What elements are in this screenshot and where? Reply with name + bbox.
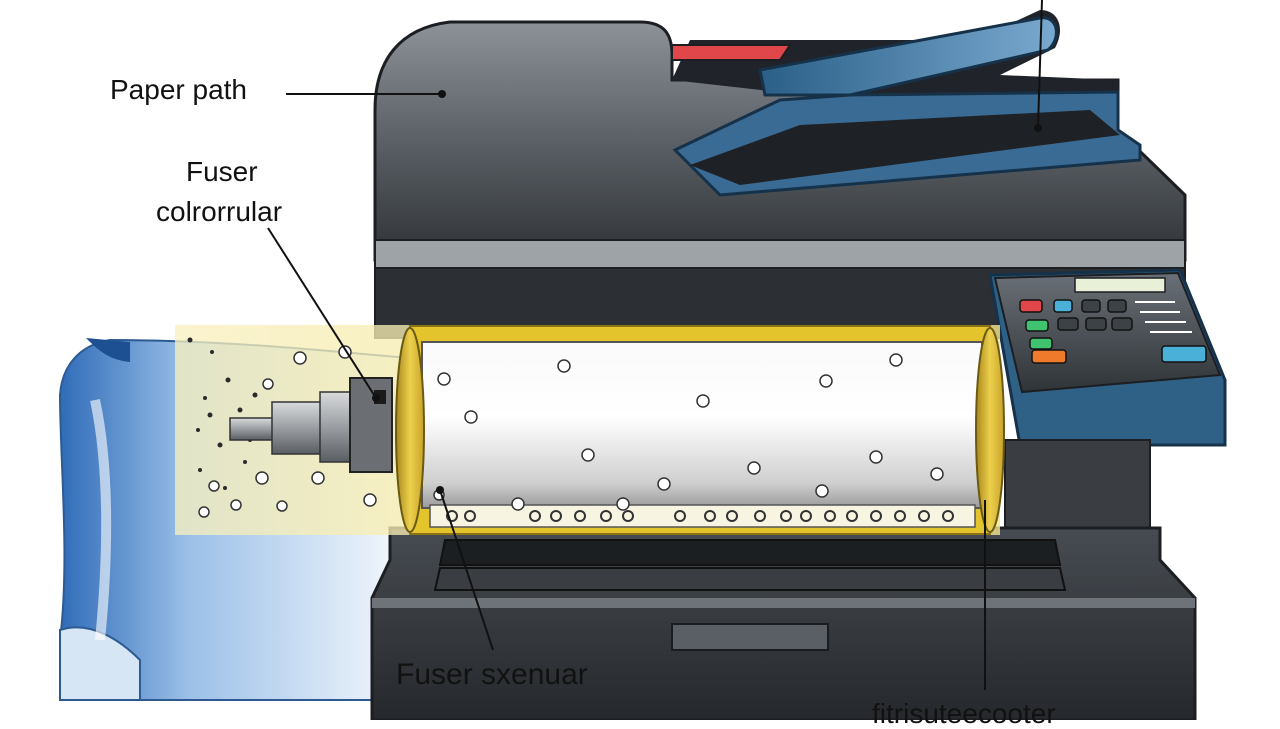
printer-lower-body (370, 439, 1197, 720)
label-fuser-top-line1: Fuser (186, 156, 258, 187)
leader-dot-fuser-bottom (436, 486, 444, 494)
fuser-roller-icon (395, 325, 1005, 535)
label-fuser-bottom: Fuser sxenuar (396, 658, 588, 691)
leader-lines (267, 93, 986, 690)
document-feeder (671, 0, 1142, 197)
leader-dot-paper-path (438, 90, 446, 98)
leader-dot-fuser (372, 394, 380, 402)
label-paper-path: Paper path (110, 74, 247, 105)
control-panel-icon (988, 268, 1227, 447)
label-bottom-right: fitrisuteecooter (872, 698, 1056, 729)
label-fuser-top-line2: colrorrular (156, 196, 283, 227)
roller-shaft (229, 377, 393, 473)
